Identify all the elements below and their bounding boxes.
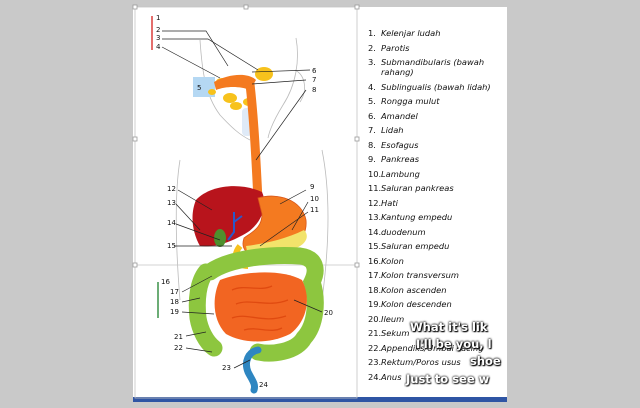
figure-label: 1 <box>156 14 160 22</box>
legend-item: 13.Kantung empedu <box>368 212 453 223</box>
colon-shape <box>188 247 324 362</box>
rectum-shape <box>242 346 262 394</box>
resize-handle <box>132 136 138 142</box>
gallbladder-shape <box>214 229 226 247</box>
karaoke-line: shoe <box>470 354 501 368</box>
legend-item: 24.Anus <box>368 371 402 382</box>
figure-label: 11 <box>310 206 319 214</box>
karaoke-overlay: What it's lik I'll be you, l shoe Just t… <box>404 318 508 390</box>
legend-item: 3.Submandibularis (bawah rahang) <box>368 57 485 78</box>
figure-label: 15 <box>167 242 176 250</box>
resize-handle <box>243 4 249 10</box>
legend-item: 22.Appendiks/Umbai cacing <box>368 342 484 353</box>
karaoke-line: I'll be you, l <box>416 337 492 351</box>
legend-item: 12.Hati <box>368 197 398 208</box>
figure-labels: 1 2 3 4 5 6 7 8 9 10 11 12 13 14 15 16 1… <box>156 14 333 389</box>
liver-shape <box>192 186 265 247</box>
karaoke-line: Just to see w <box>406 372 490 386</box>
figure-label: 4 <box>156 43 161 51</box>
esophagus-shape <box>245 79 263 205</box>
legend-item: 1.Kelenjar ludah <box>368 28 441 38</box>
figure-label: 16 <box>161 278 170 286</box>
legend-item: 9.Pankreas <box>368 154 420 165</box>
figure-label: 13 <box>167 199 176 207</box>
legend-item: 11.Saluran pankreas <box>368 183 454 194</box>
karaoke-line: What it's lik <box>410 320 488 334</box>
figure-label: 19 <box>170 308 179 316</box>
legend-item: 8.Esofagus <box>368 139 419 150</box>
bile-duct-shape <box>227 212 243 241</box>
legend-item: 17.Kolon transversum <box>368 270 459 281</box>
figure-label: 24 <box>259 381 268 389</box>
figure-label: 10 <box>310 195 319 203</box>
slide-bottom-bar <box>133 397 507 402</box>
appendix-shape <box>205 333 217 353</box>
figure-label: 5 <box>197 84 201 92</box>
legend-item: 18.Kolon ascenden <box>368 284 447 295</box>
figure-label: 6 <box>312 67 317 75</box>
resize-handle <box>354 4 360 10</box>
legend-item: 15.Saluran empedu <box>368 241 450 252</box>
legend-item: 7.Lidah <box>368 125 404 136</box>
legend-item: 16.Kolon <box>368 255 404 266</box>
leader-lines <box>161 30 323 369</box>
figure-label: 8 <box>312 86 316 94</box>
figure-label: 18 <box>170 298 179 306</box>
legend-item: 23.Rektum/Poros usus <box>368 357 461 368</box>
legend-item: 21.Sekum <box>368 328 410 339</box>
figure-label: 22 <box>174 344 183 352</box>
legend-list: 1.Kelenjar ludah 2.Parotis 3.Submandibul… <box>368 28 510 386</box>
resize-handle <box>132 262 138 268</box>
legend-item: 5.Rongga mulut <box>368 96 440 107</box>
legend-item: 4.Sublingualis (bawah lidah) <box>368 81 491 92</box>
legend-item: 10.Lambung <box>368 168 420 179</box>
figure-label: 14 <box>167 219 176 227</box>
legend-item: 6.Amandel <box>368 110 418 121</box>
legend-item: 2.Parotis <box>368 42 410 53</box>
figure-label: 21 <box>174 333 183 341</box>
figure-label: 3 <box>156 34 160 42</box>
resize-handle <box>354 262 360 268</box>
figure-label: 20 <box>324 309 333 317</box>
figure-label: 23 <box>222 364 231 372</box>
tongue-shape <box>214 74 256 90</box>
figure-label: 17 <box>170 288 179 296</box>
legend-item: 19.Kolon descenden <box>368 299 452 310</box>
figure-label: 2 <box>156 26 160 34</box>
figure-label: 12 <box>167 185 176 193</box>
legend-item: 20.Ileum <box>368 313 405 324</box>
body-outline <box>175 37 329 301</box>
legend-item: 14.duodenum <box>368 226 426 237</box>
resize-handle <box>354 136 360 142</box>
figure-label: 9 <box>310 183 314 191</box>
figure-label: 7 <box>312 76 316 84</box>
small-intestine-shape <box>214 272 307 342</box>
resize-handle <box>132 4 138 10</box>
digestive-system-figure[interactable]: 1 2 3 4 5 6 7 8 9 10 11 12 13 14 15 16 1… <box>0 0 370 408</box>
